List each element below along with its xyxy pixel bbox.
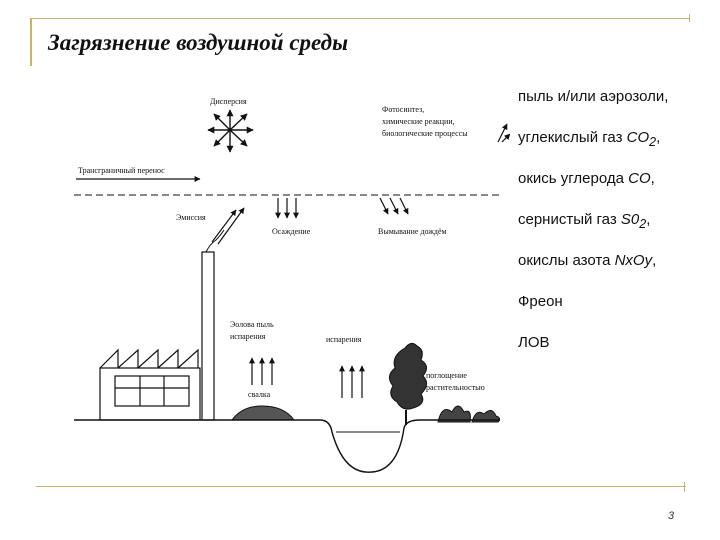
pollutant-item: Фреон: [518, 293, 563, 310]
pollutant-item: ЛОВ: [518, 334, 550, 351]
pollutant-item: сернистый газ S02,: [518, 211, 651, 231]
bottom-rule: [36, 486, 686, 487]
label-absorption-2: растительностью: [426, 383, 485, 392]
tree: [389, 342, 427, 425]
emission-arrows: [211, 207, 245, 245]
ground-line: [74, 419, 500, 473]
label-fly-ash-2: испарения: [230, 332, 266, 341]
label-dump: свалка: [248, 390, 271, 399]
deposition-arrows: [275, 198, 299, 219]
label-photosynthesis-3: биологические процессы: [382, 129, 468, 138]
washout-arrows: [379, 197, 409, 215]
label-dispersion: Дисперсия: [210, 97, 247, 106]
label-washout: Вымывание дождём: [378, 227, 447, 236]
label-photosynthesis-1: Фотосинтез,: [382, 105, 424, 114]
label-transboundary: Трансграничный перенос: [78, 166, 165, 175]
slide-title: Загрязнение воздушной среды: [48, 30, 349, 55]
label-absorption-1: поглощение: [426, 371, 467, 380]
fly-ash-arrows: [249, 357, 275, 385]
dump-pile: [231, 405, 295, 421]
page-number: 3: [668, 510, 675, 522]
frame-right-tick: [689, 14, 690, 22]
label-deposition: Осаждение: [272, 227, 311, 236]
label-fly-ash-1: Эолова пыль: [230, 320, 274, 329]
frame-left-bar: [30, 18, 32, 66]
bottom-rule-tick: [684, 482, 685, 492]
pollutant-item: углекислый газ CO2,: [518, 129, 661, 149]
air-pollution-diagram: Дисперсия Фотосинтез, химические реакции…: [74, 97, 510, 473]
evaporation-arrows: [339, 365, 365, 398]
pollutant-item: окислы азота NxOy,: [518, 252, 657, 269]
frame-top-rule: [30, 18, 690, 19]
label-photosynthesis-2: химические реакции,: [382, 117, 455, 126]
label-evaporation: испарения: [326, 335, 362, 344]
smoke-plume: [205, 229, 225, 253]
bushes: [437, 405, 501, 423]
photosynthesis-arrows: [497, 123, 510, 143]
factory: [99, 348, 201, 421]
pollutant-item: пыль и/или аэрозоли,: [518, 88, 669, 105]
pollutant-list: пыль и/или аэрозоли, углекислый газ CO2,…: [518, 88, 708, 375]
dispersion-arrows: [207, 109, 254, 153]
label-emission: Эмиссия: [176, 213, 206, 222]
chimney: [201, 251, 215, 421]
pollutant-item: окись углерода CO,: [518, 170, 655, 187]
